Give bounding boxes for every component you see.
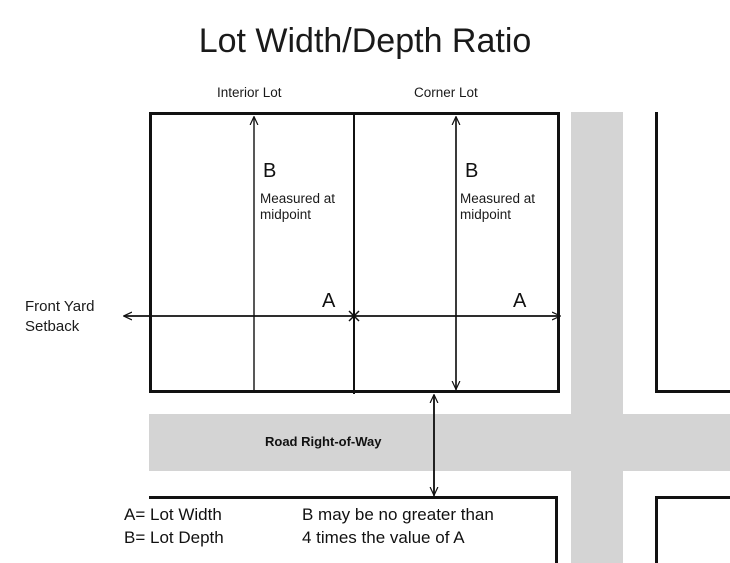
legend-definitions: A= Lot Width B= Lot Depth <box>124 505 224 547</box>
block-bottom-left-outline <box>149 496 558 563</box>
block-top-right-outline <box>655 112 730 393</box>
legend-rule: B may be no greater than 4 times the val… <box>302 505 494 547</box>
depth-label-corner: B <box>465 160 479 182</box>
midpoint-note-corner: Measured at midpoint <box>460 191 536 222</box>
road-right-of-way-label: Road Right-of-Way <box>265 434 382 449</box>
page-title: Lot Width/Depth Ratio <box>198 22 532 60</box>
road-horizontal-surface <box>149 414 730 471</box>
width-label-interior: A <box>322 290 336 312</box>
depth-label-interior: B <box>263 160 277 182</box>
lot-divider-line <box>353 112 355 394</box>
corner-lot-caption: Corner Lot <box>414 85 478 100</box>
interior-lot-caption: Interior Lot <box>217 85 282 100</box>
midpoint-note-interior: Measured at midpoint <box>260 191 336 222</box>
road-vertical-surface <box>571 112 623 563</box>
front-yard-setback-label: Front Yard Setback <box>25 298 95 335</box>
block-bottom-right-outline <box>655 496 730 563</box>
width-label-corner: A <box>513 290 527 312</box>
